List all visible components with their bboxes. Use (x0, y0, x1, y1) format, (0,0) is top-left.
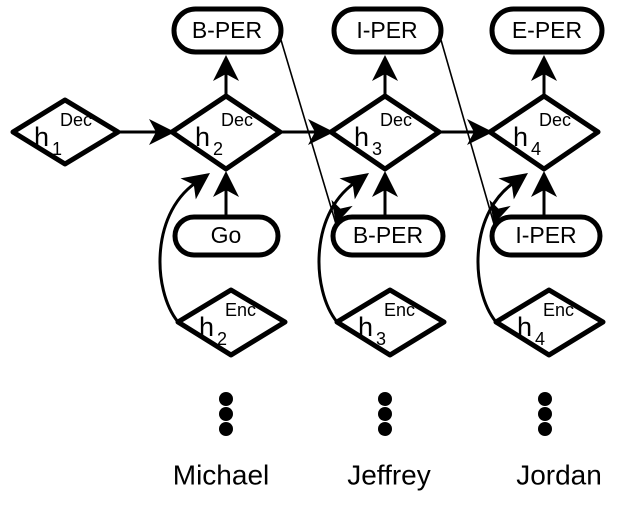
decoder-state-3: h 3 Dec (328, 93, 442, 172)
output-tag-3[interactable]: E-PER (489, 6, 605, 55)
decoder-state-4-base: h (513, 122, 528, 152)
encoder-state-2-superscript: Enc (225, 300, 256, 320)
decoder-state-2-base: h (195, 122, 210, 152)
encoder-state-4-base: h (517, 312, 532, 342)
edge-dec2-to-tag1 (213, 55, 239, 96)
word-jordan: Jordan (516, 459, 602, 490)
edge-input3-to-dec4 (531, 171, 557, 216)
encoder-state-4-superscript: Enc (543, 300, 574, 320)
decoder-state-1-base: h (34, 122, 49, 152)
edge-enc4-to-dec4 (476, 173, 528, 323)
edge-dec3-to-tag2 (372, 55, 398, 96)
decoder-state-4: h 4 Dec (487, 93, 601, 172)
edge-dec3-to-dec4 (439, 119, 493, 145)
decoder-state-1-superscript: Dec (60, 110, 92, 130)
decoder-state-2-subscript: 2 (213, 139, 223, 159)
encoder-state-4-subscript: 4 (535, 329, 545, 349)
decoder-state-4-superscript: Dec (539, 110, 571, 130)
input-tag-2[interactable]: B-PER (330, 214, 446, 258)
edge-enc2-to-dec2 (158, 173, 210, 323)
decoder-state-2: h 2 Dec (169, 93, 283, 172)
ellipsis-michael (219, 392, 233, 436)
decoder-state-1: h 1 Dec (10, 97, 121, 167)
encoder-state-3-superscript: Enc (384, 300, 415, 320)
word-jeffrey: Jeffrey (347, 459, 431, 490)
encoder-state-4: h 4 Enc (493, 287, 606, 358)
edge-input2-to-dec3 (372, 171, 398, 216)
output-tag-2[interactable]: I-PER (331, 6, 444, 55)
output-tag-3-label: E-PER (512, 17, 582, 43)
input-tag-3[interactable]: I-PER (489, 214, 603, 258)
encoder-state-3-base: h (358, 312, 373, 342)
decoder-state-1-subscript: 1 (52, 139, 62, 159)
input-tag-1-label: Go (211, 222, 242, 248)
edge-input1-to-dec2 (213, 171, 239, 216)
edge-dec4-to-tag3 (531, 55, 557, 96)
edge-dec1-to-dec2 (118, 119, 175, 145)
input-tag-2-label: B-PER (353, 222, 423, 248)
output-tag-2-label: I-PER (356, 17, 417, 43)
encoder-state-3: h 3 Enc (334, 287, 447, 358)
encoder-state-3-subscript: 3 (376, 329, 386, 349)
ellipsis-jordan (538, 392, 552, 436)
output-tag-1-label: B-PER (192, 17, 262, 43)
decoder-state-4-subscript: 4 (531, 139, 541, 159)
input-tag-3-label: I-PER (515, 222, 576, 248)
encoder-state-2-subscript: 2 (217, 329, 227, 349)
decoder-state-2-superscript: Dec (221, 110, 253, 130)
decoder-state-3-base: h (354, 122, 369, 152)
edge-enc3-to-dec3 (317, 173, 369, 323)
output-tag-1[interactable]: B-PER (171, 6, 284, 55)
decoder-state-3-superscript: Dec (380, 110, 412, 130)
encoder-state-2-base: h (199, 312, 214, 342)
edge-dec2-to-dec3 (280, 119, 334, 145)
decoder-state-3-subscript: 3 (372, 139, 382, 159)
ellipsis-jeffrey (378, 392, 392, 436)
encoder-state-2: h 2 Enc (175, 287, 288, 358)
input-tag-1[interactable]: Go (172, 214, 281, 258)
word-michael: Michael (173, 459, 269, 490)
